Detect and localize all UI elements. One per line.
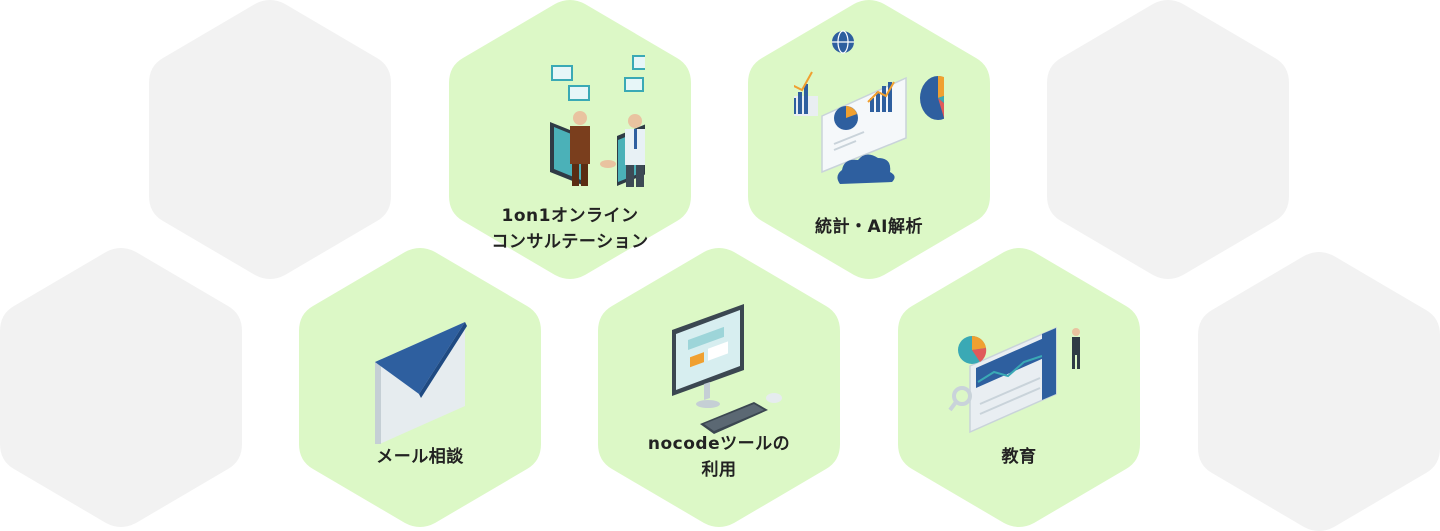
decorative-hexagon xyxy=(1198,252,1440,531)
decorative-hexagon xyxy=(1047,0,1289,279)
service-label-line: 利用 xyxy=(701,460,737,480)
service-label-line: 統計・AI解析 xyxy=(815,217,923,237)
decorative-hexagon xyxy=(0,248,242,527)
service-card-consultation[interactable]: 1on1オンライン コンサルテーション xyxy=(449,0,691,279)
service-card-mail[interactable]: メール相談 xyxy=(299,248,541,527)
service-label-line: コンサルテーション xyxy=(491,232,649,252)
service-label-line: 1on1オンライン xyxy=(501,206,639,226)
service-label-line: 教育 xyxy=(1001,447,1037,467)
handshake-consultation-illustration xyxy=(550,55,645,187)
service-label: 統計・AI解析 xyxy=(758,214,980,240)
service-card-nocode[interactable]: nocodeツールの 利用 xyxy=(598,248,840,527)
service-label: nocodeツールの 利用 xyxy=(608,431,830,483)
service-label-line: メール相談 xyxy=(376,447,464,467)
service-label-line: nocodeツールの xyxy=(647,434,791,454)
service-label: 教育 xyxy=(908,444,1130,470)
desktop-computer-illustration xyxy=(672,304,782,434)
service-card-education[interactable]: 教育 xyxy=(898,248,1140,527)
service-card-statistics[interactable]: 統計・AI解析 xyxy=(748,0,990,279)
decorative-hexagon xyxy=(149,0,391,279)
statistics-charts-illustration xyxy=(794,30,944,184)
service-label: 1on1オンライン コンサルテーション xyxy=(459,203,681,255)
education-dashboard-illustration xyxy=(948,326,1080,434)
service-label: メール相談 xyxy=(309,444,531,470)
envelope-illustration xyxy=(375,322,467,444)
